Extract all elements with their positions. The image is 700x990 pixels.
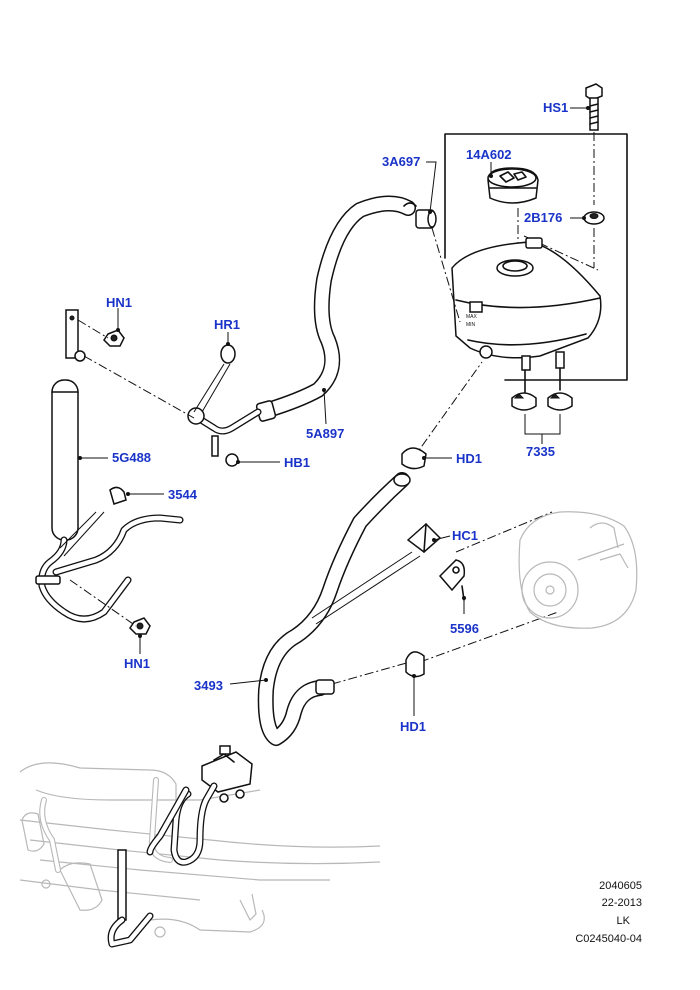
callout-7335: 7335 xyxy=(526,444,555,459)
o-ring-hr1 xyxy=(220,344,236,364)
callout-3544: 3544 xyxy=(168,487,197,502)
callout-3a697: 3A697 xyxy=(382,154,421,169)
svg-text:MAX: MAX xyxy=(466,314,478,320)
bolt-hs1 xyxy=(585,83,603,131)
callout-hn1-bottom: HN1 xyxy=(124,656,151,671)
callout-hr1: HR1 xyxy=(214,317,241,332)
clip-hd1-top xyxy=(401,447,427,470)
reference-code-2: 22-2013 xyxy=(601,897,642,909)
callout-5596: 5596 xyxy=(450,621,479,636)
hose-5a897 xyxy=(187,195,437,467)
callout-hd1-bottom: HD1 xyxy=(400,719,427,734)
callout-5a897: 5A897 xyxy=(306,426,345,441)
callout-hc1: HC1 xyxy=(452,528,479,543)
reference-code-3: LK xyxy=(616,915,630,927)
callout-hs1: HS1 xyxy=(543,100,569,115)
reference-code-1: 2040605 xyxy=(599,880,642,892)
callout-3493: 3493 xyxy=(194,678,223,693)
svg-text:MIN: MIN xyxy=(466,322,476,328)
cooler-5g488 xyxy=(35,309,184,623)
clip-hd1-bottom xyxy=(405,651,425,678)
mounts-7335 xyxy=(511,367,573,444)
reference-code-4: C0245040-04 xyxy=(575,933,642,945)
vehicle-overview-highlight xyxy=(107,745,253,948)
cap-14a602 xyxy=(487,167,539,204)
vehicle-overview-ghost xyxy=(19,762,381,938)
callout-hd1-top: HD1 xyxy=(456,451,483,466)
pump-ghost xyxy=(518,511,638,629)
callout-hn1-top: HN1 xyxy=(106,295,133,310)
reservoir-3a697: MAX MIN xyxy=(451,237,602,371)
reservoir-group: MAX MIN xyxy=(431,83,628,381)
nut-hn1-top xyxy=(103,329,125,347)
hose-3493 xyxy=(257,472,411,746)
callout-5g488: 5G488 xyxy=(112,450,152,465)
clamp-3544 xyxy=(109,486,127,505)
clamp-hc1 xyxy=(406,522,442,553)
callout-14a602: 14A602 xyxy=(466,147,512,162)
bracket-5596 xyxy=(438,559,466,601)
callout-hb1: HB1 xyxy=(284,455,311,470)
nut-hn1-bottom xyxy=(129,617,151,635)
grommet-2b176 xyxy=(583,211,605,225)
reservoir-group-frame xyxy=(444,133,628,381)
leader-lines xyxy=(78,106,590,716)
callout-2b176: 2B176 xyxy=(524,210,563,225)
